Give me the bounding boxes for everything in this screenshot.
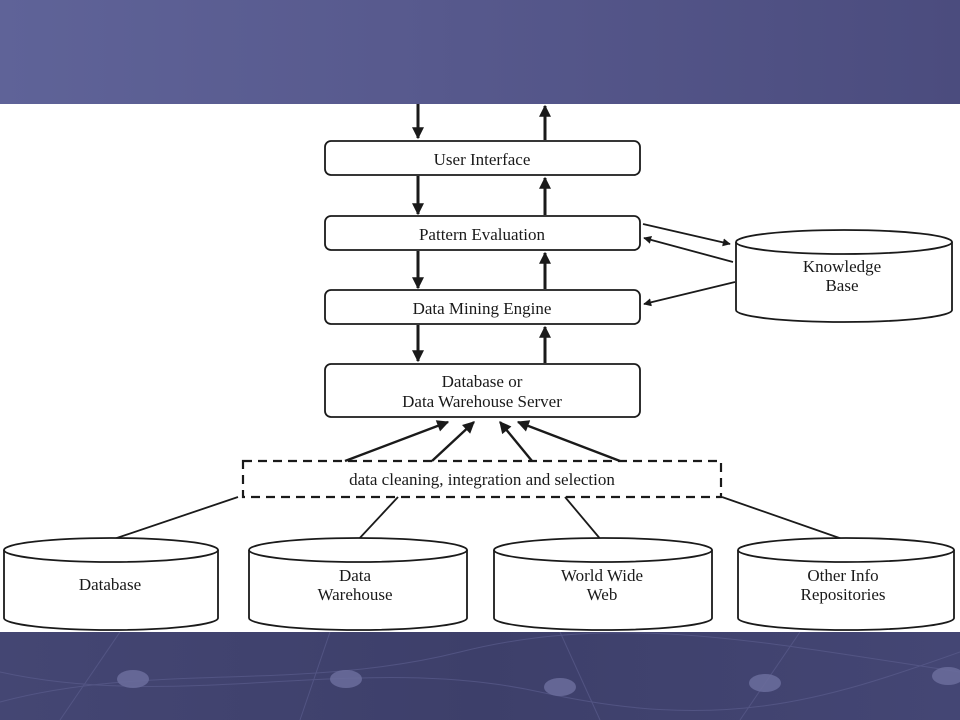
arrow-prep-3 [499,421,533,462]
knowledge-base-label-line1: Knowledge [803,257,881,276]
line-data-warehouse [356,496,399,542]
footer-dot [117,670,149,688]
footer-band [0,632,960,720]
source-other-repositories-cylinder: Other Info Repositories [737,537,955,631]
source-data-warehouse-label-line1: Data [339,566,372,585]
line-world-wide-web [564,496,603,542]
source-world-wide-web-cylinder: World Wide Web [493,537,713,631]
title-band [0,0,960,104]
arrow-prep-4 [516,420,621,463]
source-other-repositories-label-line1: Other Info [807,566,878,585]
knowledge-base-label-line2: Base [825,276,858,295]
user-interface-box: User Interface [324,140,641,176]
preprocessing-label: data cleaning, integration and selection [349,470,615,489]
user-interface-label: User Interface [434,150,531,169]
data-mining-engine-box: Data Mining Engine [324,289,641,325]
arrows-pattern-engine [412,251,551,290]
arrow-knowledge-base-to-pattern [643,236,734,263]
source-data-warehouse-cylinder: Data Warehouse [248,537,468,631]
data-mining-architecture-diagram: User Interface Pattern Evaluation Data M… [0,104,960,632]
source-other-repositories-label-line2: Repositories [801,585,886,604]
footer-dot [749,674,781,692]
server-label-line2: Data Warehouse Server [402,392,562,411]
footer-decoration [0,632,960,720]
arrows-ui-pattern [412,176,551,216]
preprocessing-box: data cleaning, integration and selection [241,459,723,499]
source-world-wide-web-label-line2: Web [587,585,618,604]
source-database-cylinder: Database [3,537,219,631]
diagram-canvas: User Interface Pattern Evaluation Data M… [3,104,955,631]
server-label-line1: Database or [442,372,523,391]
line-database [107,496,239,542]
source-connector-lines [107,496,849,542]
source-database-label: Database [79,575,141,594]
footer-dot [544,678,576,696]
pattern-evaluation-label: Pattern Evaluation [419,225,546,244]
line-other-repositories [721,496,849,542]
source-world-wide-web-label-line1: World Wide [561,566,643,585]
data-mining-engine-label: Data Mining Engine [413,299,552,318]
database-server-box: Database or Data Warehouse Server [324,363,641,418]
pattern-evaluation-box: Pattern Evaluation [324,215,641,251]
arrows-engine-server [412,325,551,363]
arrows-top [412,104,551,140]
arrow-prep-2 [431,421,475,462]
knowledge-base-cylinder: Knowledge Base [735,229,953,323]
arrow-prep-1 [344,420,450,463]
footer-dot [330,670,362,688]
footer-dot [932,667,960,685]
arrow-knowledge-base-to-engine [643,281,736,307]
arrows-knowledge-base [642,223,736,307]
source-data-warehouse-label-line2: Warehouse [317,585,392,604]
arrows-preprocessing-to-server [344,420,621,463]
arrow-pattern-to-knowledge-base [642,223,731,247]
